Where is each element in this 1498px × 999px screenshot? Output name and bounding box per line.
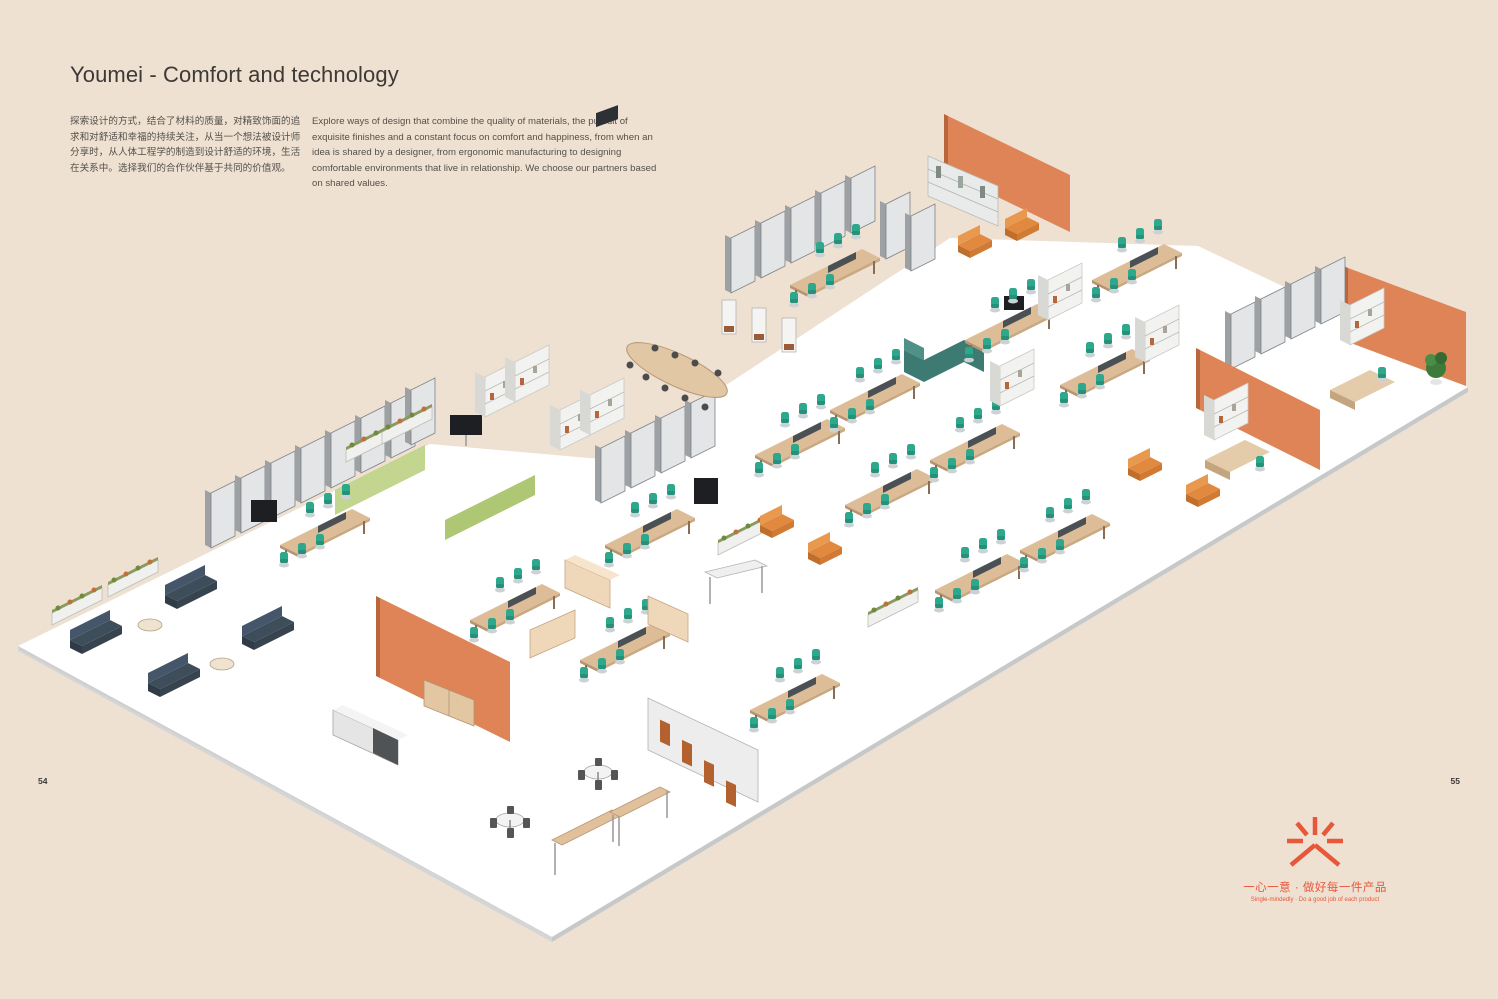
conference-table <box>626 342 728 398</box>
floor-slab <box>18 238 1468 937</box>
bookcase-top <box>927 155 999 227</box>
potted-plant <box>1425 352 1447 385</box>
bar-table-front-2 <box>609 786 671 842</box>
display-stands <box>721 299 797 353</box>
floor-shadow <box>18 646 552 937</box>
locker-wall <box>647 697 759 808</box>
page-number-left: 54 <box>38 776 48 786</box>
page-title: Youmei - Comfort and technology <box>70 62 399 87</box>
feature-wall-mid-right <box>1200 350 1320 470</box>
feature-wall-top <box>948 116 1070 232</box>
reception-counter <box>332 705 408 766</box>
feature-wall-lower <box>380 598 510 742</box>
slogan-english: Single-mindedly · Do a good job of each … <box>1250 897 1380 903</box>
storage-cabinets-3 <box>647 595 689 643</box>
storage-cabinets-2 <box>529 609 576 659</box>
intro-text-chinese: 探索设计的方式，结合了材料的质量，对精致饰面的追求和对舒适和幸福的持续关注，从当… <box>70 116 301 174</box>
intro-text-english: Explore ways of design that combine the … <box>312 116 657 190</box>
teal-modular-sofa <box>904 338 984 382</box>
green-booth <box>335 445 535 540</box>
cabinet-lower <box>423 679 475 727</box>
brand-block: 一心一意 · 做好每一件产品 Single-mindedly · Do a go… <box>1230 815 1400 903</box>
sun-burst-logo-icon <box>1287 817 1343 867</box>
bar-table-center <box>703 559 769 604</box>
storage-cabinets <box>564 555 620 609</box>
slogan-chinese: 一心一意 · 做好每一件产品 <box>1243 882 1387 894</box>
floor-edge-right <box>552 387 1468 942</box>
page-number-right: 55 <box>1450 776 1460 786</box>
executive-desk <box>1330 367 1395 410</box>
executive-desk-2 <box>1205 440 1270 480</box>
